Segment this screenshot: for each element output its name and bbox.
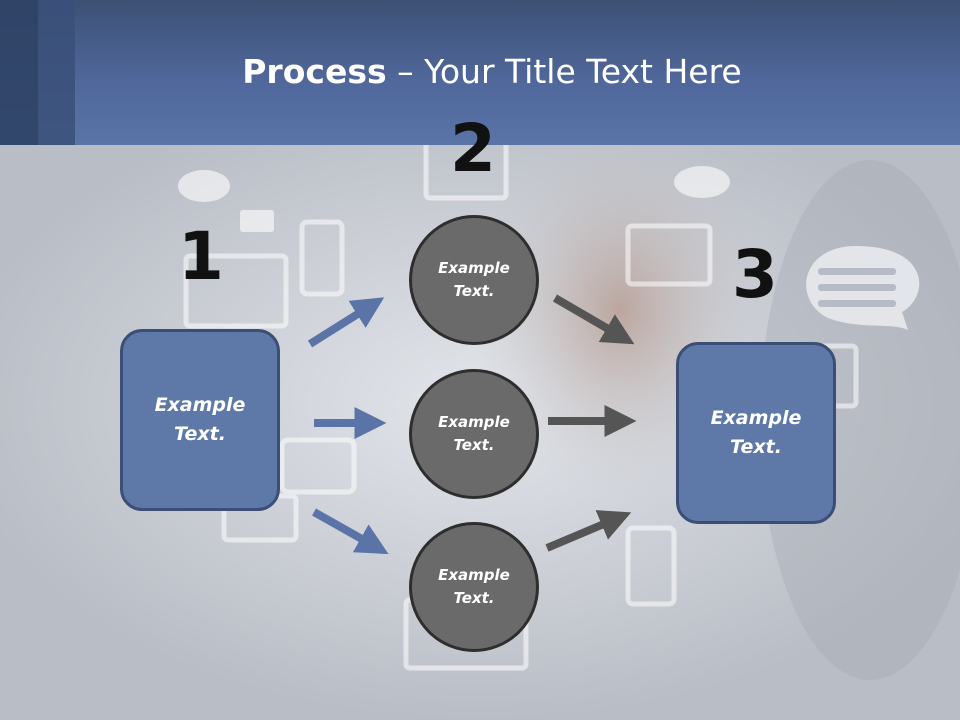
right-box: Example Text. (676, 342, 836, 524)
header-accent-strip (38, 0, 75, 145)
slide-title: Process – Your Title Text Here (0, 52, 960, 91)
arrow-left-to-bottom (312, 508, 389, 555)
step-number-2: 2 (450, 110, 496, 187)
left-box: Example Text. (120, 329, 280, 511)
title-bold: Process (242, 52, 387, 91)
header-accent-strip (0, 0, 38, 145)
step-number-1: 1 (178, 218, 224, 295)
circle-middle: Example Text. (409, 369, 539, 499)
circle-bottom: Example Text. (409, 522, 539, 652)
arrow-bottom-to-right (545, 510, 632, 552)
arrow-top-to-right (552, 294, 635, 345)
title-text: – Your Title Text Here (386, 52, 742, 91)
arrow-left-to-top (307, 297, 385, 348)
title-bar (0, 0, 960, 145)
circle-top: Example Text. (409, 215, 539, 345)
step-number-3: 3 (732, 236, 778, 313)
